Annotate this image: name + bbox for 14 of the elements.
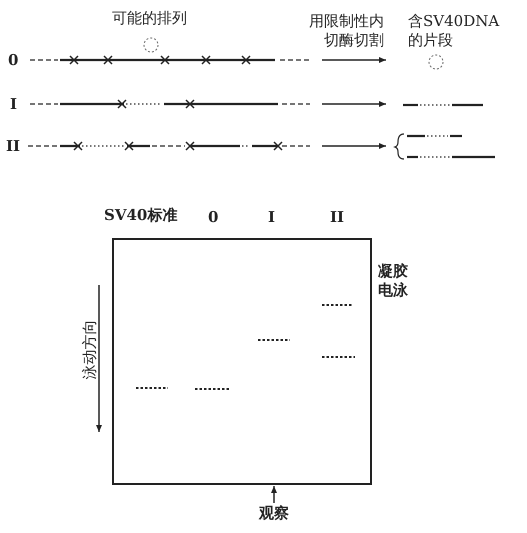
row-number: II xyxy=(6,137,22,156)
caption: 用限制性内切酶切割 xyxy=(308,12,384,50)
lane-label: I xyxy=(268,208,276,227)
observe-label: 观察 xyxy=(256,504,292,526)
gel-label: 凝胶电泳 xyxy=(378,262,409,300)
row-number: 0 xyxy=(8,51,20,70)
lane-label: II xyxy=(330,208,346,227)
lane-label: 0 xyxy=(208,208,220,227)
arrow xyxy=(271,486,277,503)
caption: 可能的排列 xyxy=(112,9,188,28)
row-number: I xyxy=(10,95,18,114)
caption: 含SV40DNA的片段 xyxy=(408,12,500,50)
axis-label: 泳动方向 xyxy=(80,318,100,382)
lane-label: SV40标准 xyxy=(104,206,178,225)
